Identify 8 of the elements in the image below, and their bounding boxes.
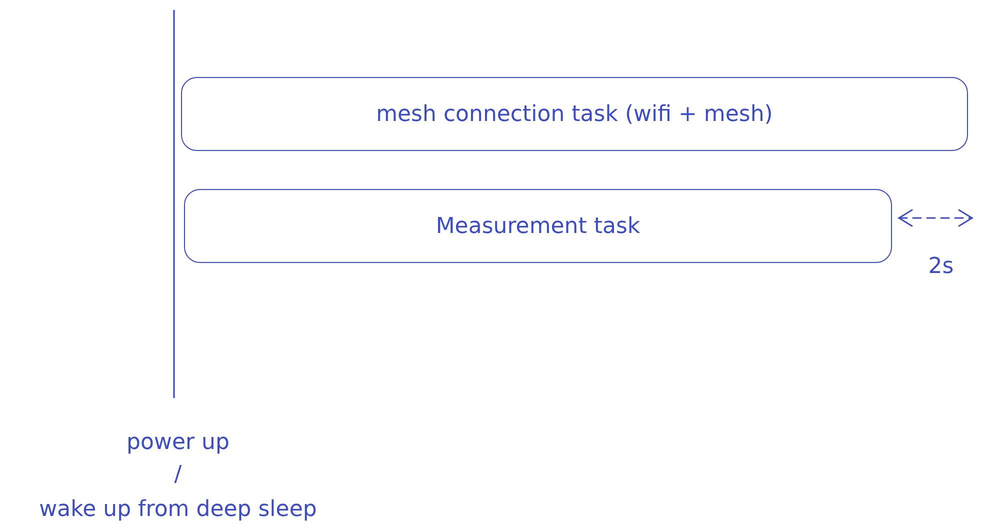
task-box [181, 77, 968, 151]
task-label: mesh connection task (wifi + mesh) [376, 102, 773, 126]
separator-label: / [174, 462, 182, 488]
task-label: Measurement task [436, 214, 640, 238]
event-label: power up [126, 430, 230, 456]
event-label: wake up from deep sleep [39, 497, 317, 523]
task-box [184, 189, 892, 263]
duration-label: 2s [928, 254, 954, 280]
